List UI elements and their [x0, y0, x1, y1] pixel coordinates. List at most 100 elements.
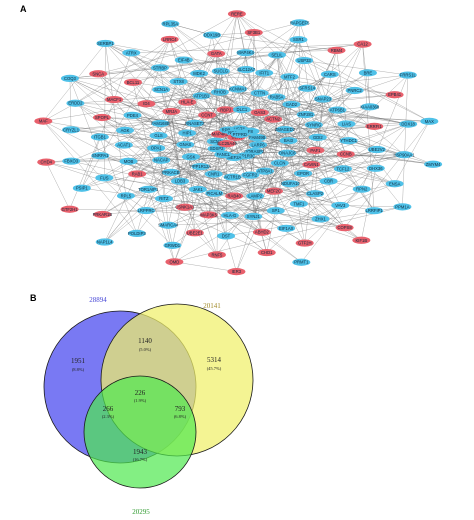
network-edge [75, 39, 170, 104]
network-node-ellipse [211, 67, 230, 75]
network-node-ellipse [62, 126, 81, 134]
venn-circle-set-3 [83, 375, 197, 489]
network-edge [223, 154, 362, 190]
network-node-label: DST [222, 233, 231, 238]
network-node: MAF [34, 117, 53, 125]
network-node: SLC25A46 [217, 140, 238, 148]
network-edge [253, 32, 266, 172]
network-node-ellipse [207, 145, 226, 153]
network-node-label: ID4 [143, 101, 150, 106]
network-node-label: CCNT [201, 113, 213, 118]
network-edge [101, 117, 314, 125]
venn-region-2-count: 5314 [207, 356, 222, 364]
venn-region-2-pct: (45.7%) [207, 366, 222, 371]
network-node: PRKAR1B [93, 210, 112, 219]
network-edge [187, 71, 221, 103]
network-node: LRRC4 [160, 35, 179, 44]
network-node-label: SP1 [272, 208, 281, 213]
network-edge [171, 94, 395, 112]
network-edge [179, 72, 369, 182]
network-node-ellipse [289, 200, 308, 208]
network-node-ellipse [203, 31, 222, 39]
network-edge [131, 52, 237, 138]
network-edge [254, 151, 305, 244]
network-edge [146, 154, 405, 211]
network-node: SMARCA4 [158, 221, 179, 229]
network-node-label: RBM4 [331, 48, 343, 53]
network-node: RHOB [210, 88, 229, 96]
network-node: GRWD1 [163, 241, 182, 249]
network-node-ellipse [306, 190, 325, 198]
network-edge [46, 161, 345, 228]
network-node-label: RBPJ [220, 107, 231, 112]
network-node: ZHX1 [311, 215, 330, 223]
network-node-ellipse [175, 203, 194, 211]
network-node-label: PNRC2 [348, 88, 363, 93]
network-edge [137, 39, 299, 175]
network-node-label: GATA [211, 51, 222, 56]
network-node: ACTR1B [223, 173, 242, 181]
network-node-label: BAI3 [284, 138, 294, 143]
network-node-ellipse [244, 28, 263, 37]
network-node: EPB41 [385, 91, 404, 99]
network-node-label: GORASP2 [244, 149, 265, 154]
network-edge [223, 114, 306, 155]
network-node: DLC1 [232, 106, 251, 114]
network-node-label: ATRX [126, 50, 137, 55]
network-node-ellipse [139, 185, 158, 193]
network-edge [98, 73, 227, 144]
network-node-label: KCNMA1 [229, 87, 247, 92]
network-node: ZNF281 [296, 110, 315, 119]
network-edge [69, 78, 101, 156]
network-node-ellipse [151, 119, 170, 128]
network-node-ellipse [161, 168, 180, 176]
network-node-ellipse [181, 153, 200, 161]
network-edge [315, 150, 434, 165]
network-node-ellipse [327, 46, 346, 55]
ppi-network: RERERAPGEF5CA12FRRS1LMAXZMYM4PPM1AKIF1BP… [34, 10, 443, 276]
network-node-ellipse [160, 35, 179, 44]
network-node-ellipse [279, 137, 298, 145]
network-node-ellipse [116, 126, 135, 134]
network-node-ellipse [278, 149, 297, 157]
network-node-label: CTTN [254, 91, 265, 96]
network-edge [208, 137, 237, 215]
network-edge [161, 160, 321, 220]
network-node: FGFR2 [241, 171, 260, 179]
network-node: CAVIN1 [302, 160, 321, 169]
network-edge [99, 136, 138, 234]
network-node-label: GSK [187, 154, 196, 159]
network-node: GNAS [176, 141, 195, 149]
network-edge [226, 137, 318, 144]
network-node-label: PRMT1 [294, 260, 309, 265]
network-node-label: PPP1R3C [236, 153, 255, 158]
network-node: SUCLG [211, 67, 230, 75]
network-node-label: ACTN2 [266, 117, 280, 122]
network-node-ellipse [89, 70, 108, 78]
network-node: GTF2H1 [60, 205, 79, 213]
network-node-label: OMD [169, 259, 179, 264]
network-edge [232, 176, 287, 229]
network-edge [71, 94, 395, 130]
network-node-ellipse [72, 184, 91, 192]
network-node: COQ3 [60, 74, 79, 83]
network-node: MACF1 [105, 95, 124, 104]
network-node-ellipse [399, 120, 418, 128]
network-node: EPOR [294, 169, 313, 178]
network-node-label: GTF2H [298, 241, 312, 246]
network-node-ellipse [232, 106, 251, 114]
network-node-ellipse [60, 74, 79, 83]
network-edge [213, 124, 314, 175]
network-node-ellipse [385, 180, 404, 188]
network-edge [104, 144, 186, 243]
venn-region-23-pct: (6.8%) [174, 414, 187, 419]
network-node-ellipse [264, 187, 283, 195]
network-node: RAPGEF5 [290, 19, 310, 27]
network-node-ellipse [93, 210, 112, 219]
network-node-label: TCF12 [337, 166, 350, 171]
network-edge [299, 22, 346, 155]
network-node-label: LIAS [342, 121, 351, 126]
network-node-label: RPRT1 [222, 128, 236, 133]
network-node-label: SNCA [92, 71, 104, 76]
network-edge [132, 82, 175, 262]
